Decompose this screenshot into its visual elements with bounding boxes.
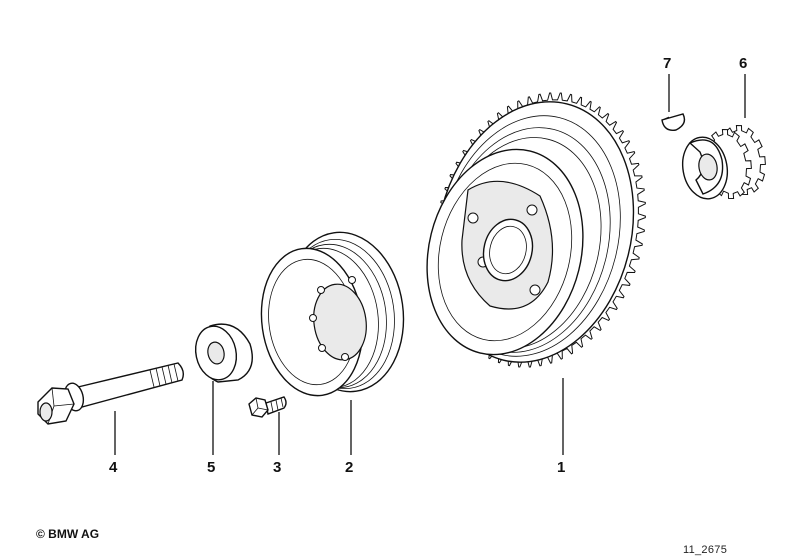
- part-6-timing-sprocket: [681, 124, 766, 200]
- part-7-woodruff-key: [661, 113, 686, 131]
- part-3-hex-bolt: [248, 396, 287, 418]
- part-4-long-bolt: [37, 362, 185, 425]
- diagram-reference-number: 11_2675: [683, 544, 727, 556]
- copyright-text: © BMW AG: [36, 527, 99, 541]
- part-5-spacer-washer: [194, 323, 253, 383]
- callout-2: 2: [345, 459, 353, 476]
- part-1-vibration-damper: [426, 92, 646, 368]
- callout-6: 6: [739, 55, 747, 72]
- callout-5: 5: [207, 459, 215, 476]
- callout-7: 7: [663, 55, 671, 72]
- callout-3: 3: [273, 459, 281, 476]
- leader-lines: [114, 74, 746, 455]
- callout-1: 1: [557, 459, 565, 476]
- part-2-belt-pulley: [260, 231, 405, 397]
- callout-4: 4: [109, 459, 118, 476]
